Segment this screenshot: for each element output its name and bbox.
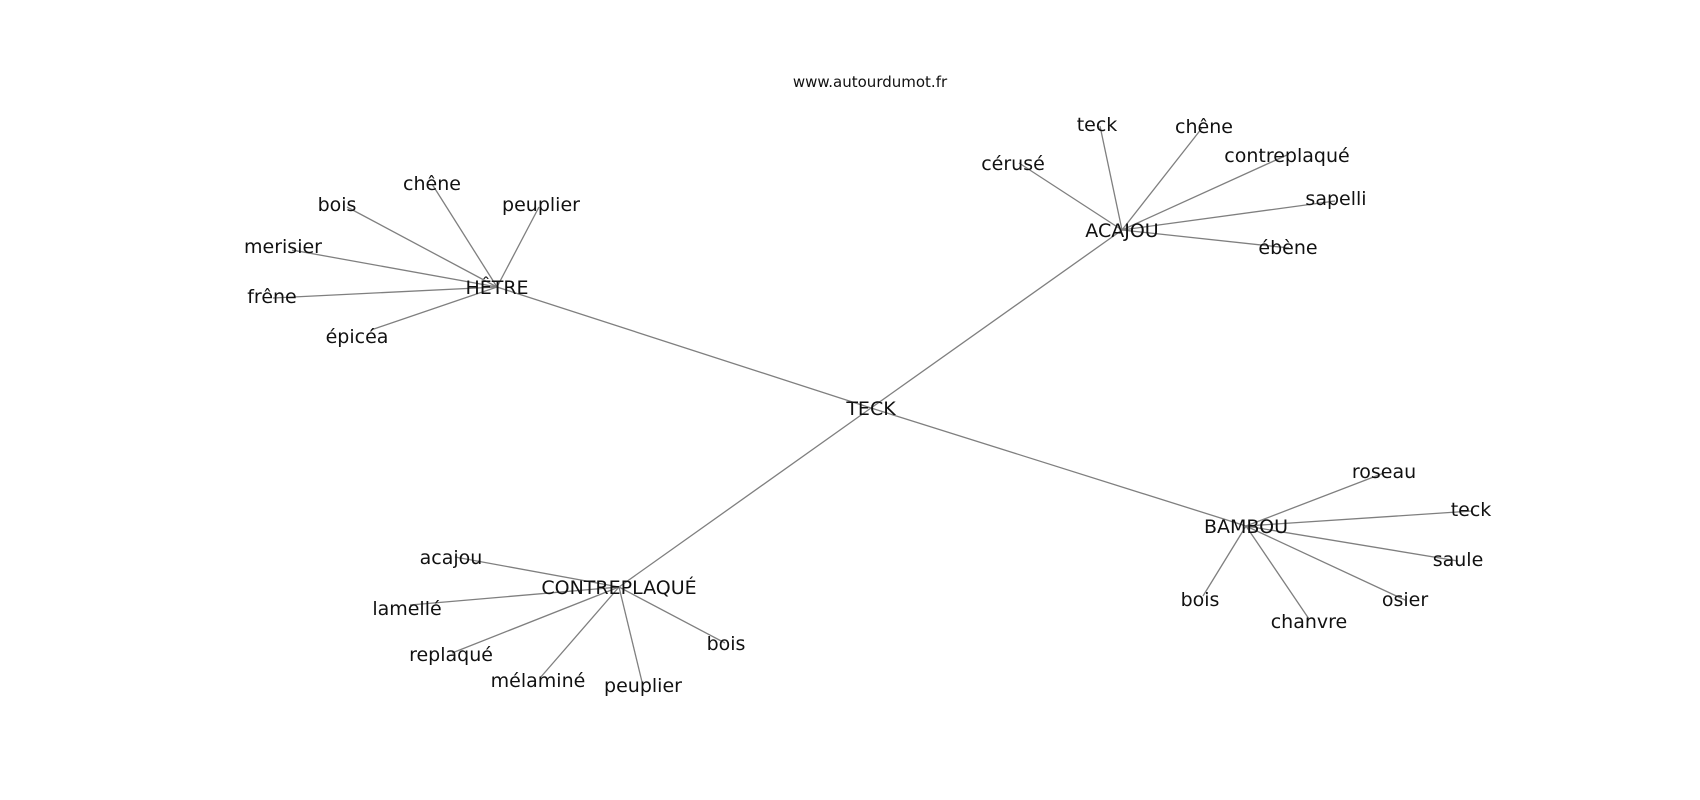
- center-node: TECK: [845, 398, 896, 420]
- edge-hub-to-leaf: [1245, 510, 1473, 527]
- leaf-node: chanvre: [1271, 611, 1348, 633]
- hub-node: HÊTRE: [465, 276, 528, 299]
- leaf-node: sapelli: [1305, 188, 1366, 210]
- edge-hub-to-leaf: [409, 586, 620, 606]
- leaf-node: bois: [707, 633, 746, 655]
- leaf-node: peuplier: [502, 194, 580, 216]
- edge-hub-to-leaf: [272, 286, 498, 299]
- edge-hub-to-leaf: [618, 586, 644, 687]
- edge-center-to-hub: [618, 407, 872, 588]
- leaf-node: teck: [1077, 114, 1118, 136]
- edges-layer: [272, 125, 1473, 687]
- leaf-node: osier: [1382, 589, 1428, 611]
- edge-center-to-hub: [870, 229, 1123, 409]
- leaf-node: mélaminé: [491, 670, 586, 692]
- leaf-node: épicéa: [326, 326, 389, 348]
- edge-hub-to-leaf: [1121, 154, 1288, 231]
- leaf-node: ébène: [1258, 237, 1317, 259]
- hub-node: CONTREPLAQUÉ: [541, 576, 696, 599]
- edge-hub-to-leaf: [370, 286, 498, 331]
- leaf-node: cérusé: [981, 153, 1045, 175]
- leaf-node: merisier: [244, 236, 322, 258]
- leaf-node: saule: [1433, 549, 1484, 571]
- edge-hub-to-leaf: [346, 206, 498, 288]
- edge-hub-to-leaf: [1202, 525, 1247, 597]
- edge-hub-to-leaf: [1245, 472, 1385, 527]
- edge-hub-to-leaf: [1245, 525, 1406, 601]
- leaf-node: roseau: [1352, 461, 1416, 483]
- edge-hub-to-leaf: [618, 586, 726, 644]
- edge-hub-to-leaf: [1121, 229, 1290, 249]
- edge-hub-to-leaf: [1245, 525, 1310, 620]
- leaf-node: lamellé: [372, 598, 441, 620]
- leaf-node: bois: [1181, 589, 1220, 611]
- leaf-node: chêne: [403, 173, 461, 195]
- edge-hub-to-leaf: [291, 249, 498, 288]
- watermark: www.autourdumot.fr: [793, 73, 948, 91]
- leaf-node: peuplier: [604, 675, 682, 697]
- leaf-node: acajou: [420, 547, 483, 569]
- leaf-node: replaqué: [409, 644, 493, 666]
- leaf-node: bois: [318, 194, 357, 216]
- hub-node: ACAJOU: [1085, 220, 1158, 242]
- edge-hub-to-leaf: [1121, 127, 1203, 231]
- edge-center-to-hub: [870, 407, 1247, 527]
- hub-node: BAMBOU: [1204, 516, 1288, 538]
- edge-hub-to-leaf: [539, 586, 620, 679]
- edge-hub-to-leaf: [496, 206, 540, 288]
- leaf-node: frêne: [247, 286, 297, 308]
- leaf-node: teck: [1451, 499, 1492, 521]
- edge-hub-to-leaf: [1121, 200, 1336, 231]
- edge-hub-to-leaf: [1018, 162, 1123, 231]
- edge-hub-to-leaf: [431, 183, 498, 288]
- leaf-node: contreplaqué: [1224, 145, 1349, 167]
- edge-hub-to-leaf: [454, 556, 620, 588]
- edge-center-to-hub: [496, 286, 872, 409]
- edge-hub-to-leaf: [1245, 525, 1459, 562]
- labels-layer: TECK HÊTRE chêne bois peuplier merisier frêne é…: [244, 114, 1491, 697]
- edge-hub-to-leaf: [451, 586, 620, 654]
- edge-hub-to-leaf: [1099, 125, 1123, 231]
- leaf-node: chêne: [1175, 116, 1233, 138]
